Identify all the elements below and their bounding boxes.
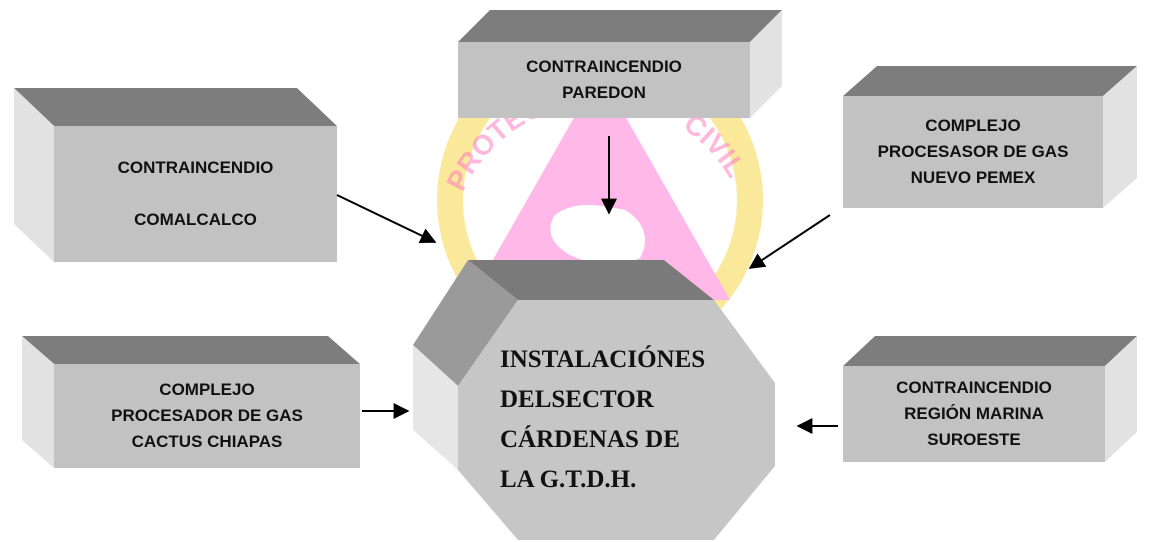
label-comalcalco: CONTRAINCENDIO COMALCALCO (54, 126, 337, 262)
box-region-marina (843, 336, 1137, 462)
label-line: NUEVO PEMEX (910, 168, 1036, 187)
label-line: PROCESADOR DE GAS (111, 406, 303, 425)
box-nuevo-pemex (843, 66, 1137, 208)
label-line: COMPLEJO (159, 380, 255, 399)
center-line: CÁRDENAS DE (500, 426, 680, 453)
label-region-marina: CONTRAINCENDIO REGIÓN MARINA SUROESTE (843, 366, 1105, 462)
label-line: COMPLEJO (925, 116, 1021, 135)
label-line: PAREDON (562, 83, 646, 102)
center-label: INSTALACIÓNES DELSECTOR CÁRDENAS DE LA G… (500, 340, 750, 500)
center-line: LA G.T.D.H. (500, 466, 637, 493)
label-paredon: CONTRAINCENDIO PAREDON (458, 42, 750, 118)
label-nuevo-pemex: COMPLEJO PROCESASOR DE GAS NUEVO PEMEX (843, 96, 1103, 208)
box-paredon (458, 10, 782, 118)
center-line: INSTALACIÓNES (500, 346, 706, 373)
arrow-pemex-to-center (748, 214, 831, 269)
label-line: CACTUS CHIAPAS (131, 432, 283, 451)
label-line: CONTRAINCENDIO (896, 378, 1052, 397)
label-line: CONTRAINCENDIO (117, 158, 274, 177)
label-line: REGIÓN MARINA (904, 404, 1044, 423)
box-cactus-chiapas (22, 336, 360, 468)
label-line: COMALCALCO (134, 210, 257, 229)
box-comalcalco (14, 88, 337, 262)
label-line: CONTRAINCENDIO (526, 57, 682, 76)
label-line: PROCESASOR DE GAS (877, 142, 1069, 161)
center-line: DELSECTOR (500, 386, 654, 413)
label-line: SUROESTE (927, 430, 1021, 449)
arrow-comalcalco-to-center (336, 194, 437, 243)
center-octagon (413, 260, 775, 540)
label-cactus-chiapas: COMPLEJO PROCESADOR DE GAS CACTUS CHIAPA… (54, 364, 360, 468)
